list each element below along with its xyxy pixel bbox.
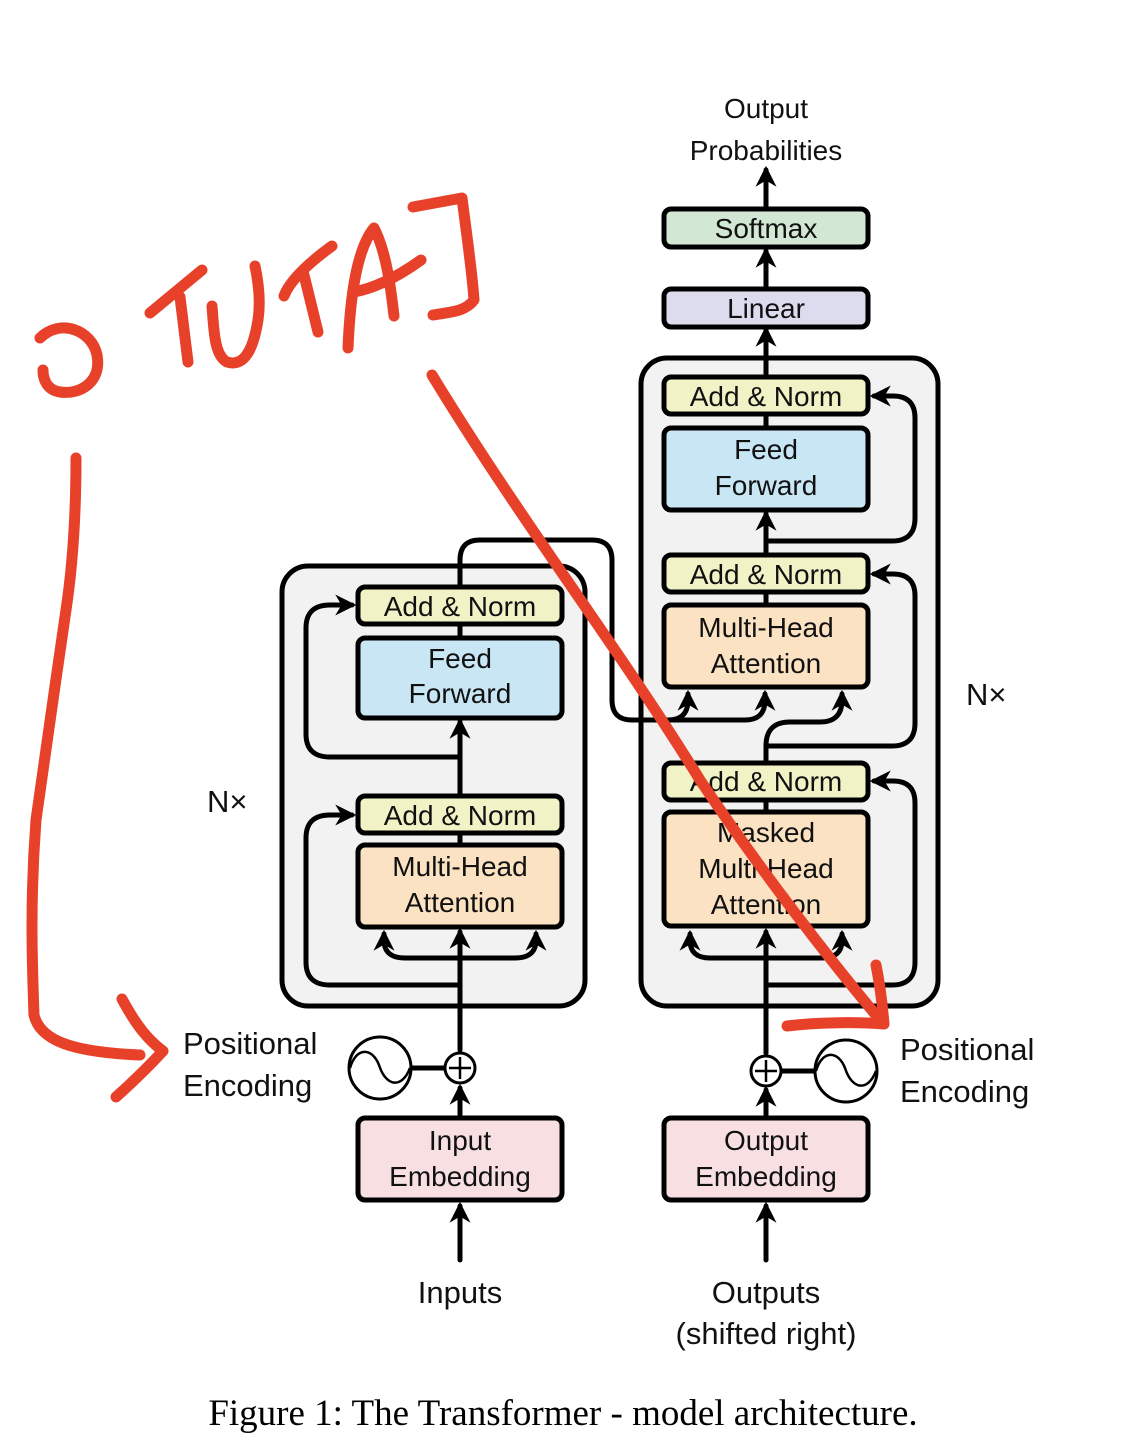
encoder-pe-label-2: Encoding [183, 1068, 312, 1103]
input-embedding-box [355, 1115, 565, 1203]
ink-arrow-left [26, 452, 146, 1061]
decoder-add-norm-mid-label: Add & Norm [690, 559, 843, 590]
decoder-masked-label-3: Attention [711, 889, 822, 920]
figure-caption: Figure 1: The Transformer - model archit… [208, 1393, 918, 1434]
decoder-add-norm-mid [661, 552, 871, 595]
encoder-add-norm-top-label: Add & Norm [384, 591, 537, 622]
decoder-cross-attn-label-2: Attention [711, 648, 822, 679]
encoder-add-norm-top [355, 584, 565, 627]
ink-arrow-diagonal-head [781, 959, 890, 1032]
decoder-cross-attn-label-1: Multi-Head [698, 612, 833, 643]
inputs-label: Inputs [418, 1275, 502, 1310]
encoder-add-norm-bottom-label: Add & Norm [384, 800, 537, 831]
ink-stroke-c [34, 322, 104, 398]
encoder-wires [303, 537, 776, 1263]
outputs-label-1: Outputs [712, 1275, 821, 1310]
decoder-pe-label-1: Positional [900, 1032, 1034, 1067]
decoder-ff-label-1: Feed [734, 434, 798, 465]
softmax-box [661, 206, 871, 250]
encoder-attn-label-2: Attention [405, 887, 516, 918]
decoder-add-norm-top [661, 374, 871, 417]
decoder-feed-forward [661, 425, 871, 513]
decoder-ff-label-2: Forward [715, 470, 818, 501]
ink-stroke-t1 [144, 264, 208, 368]
decoder-sine-wave-icon [813, 1038, 879, 1104]
encoder-add-norm-bottom [355, 793, 565, 836]
input-embedding-label-1: Input [429, 1125, 491, 1156]
encoder-pe-label-1: Positional [183, 1026, 317, 1061]
ink-stroke-u [206, 260, 265, 369]
linear-box [661, 286, 871, 330]
ink-arrow-diagonal [426, 369, 886, 1026]
encoder-sine-wave-icon [347, 1035, 413, 1101]
output-embedding-box [661, 1115, 871, 1203]
encoder-ff-label-1: Feed [428, 643, 492, 674]
decoder-cross-attention [661, 602, 871, 690]
handwritten-annotation [26, 192, 890, 1103]
decoder-add-norm-top-label: Add & Norm [690, 381, 843, 412]
encoder-attention [355, 842, 565, 930]
ink-arrow-left-head [110, 993, 169, 1103]
outputs-label-2: (shifted right) [676, 1316, 857, 1351]
linear-label: Linear [727, 293, 805, 324]
encoder-ff-label-2: Forward [409, 678, 512, 709]
output-embedding-label-1: Output [724, 1125, 808, 1156]
decoder-pe-label-2: Encoding [900, 1074, 1029, 1109]
encoder-attn-label-1: Multi-Head [392, 851, 527, 882]
encoder-repeat-label: N× [207, 784, 248, 819]
decoder-add-norm-bottom [661, 760, 871, 803]
softmax-label: Softmax [715, 213, 818, 244]
output-probabilities-label: Output [724, 93, 808, 124]
ink-stroke-a [342, 222, 427, 354]
input-embedding-label-2: Embedding [389, 1161, 531, 1192]
ink-stroke-bracket [407, 192, 480, 321]
ink-stroke-t2 [278, 240, 338, 338]
encoder-feed-forward [355, 635, 565, 721]
encoder-stack [279, 563, 588, 1009]
output-embedding-label-2: Embedding [695, 1161, 837, 1192]
output-probabilities-label-2: Probabilities [690, 135, 843, 166]
decoder-add-norm-bottom-label: Add & Norm [690, 766, 843, 797]
decoder-repeat-label: N× [966, 677, 1007, 712]
